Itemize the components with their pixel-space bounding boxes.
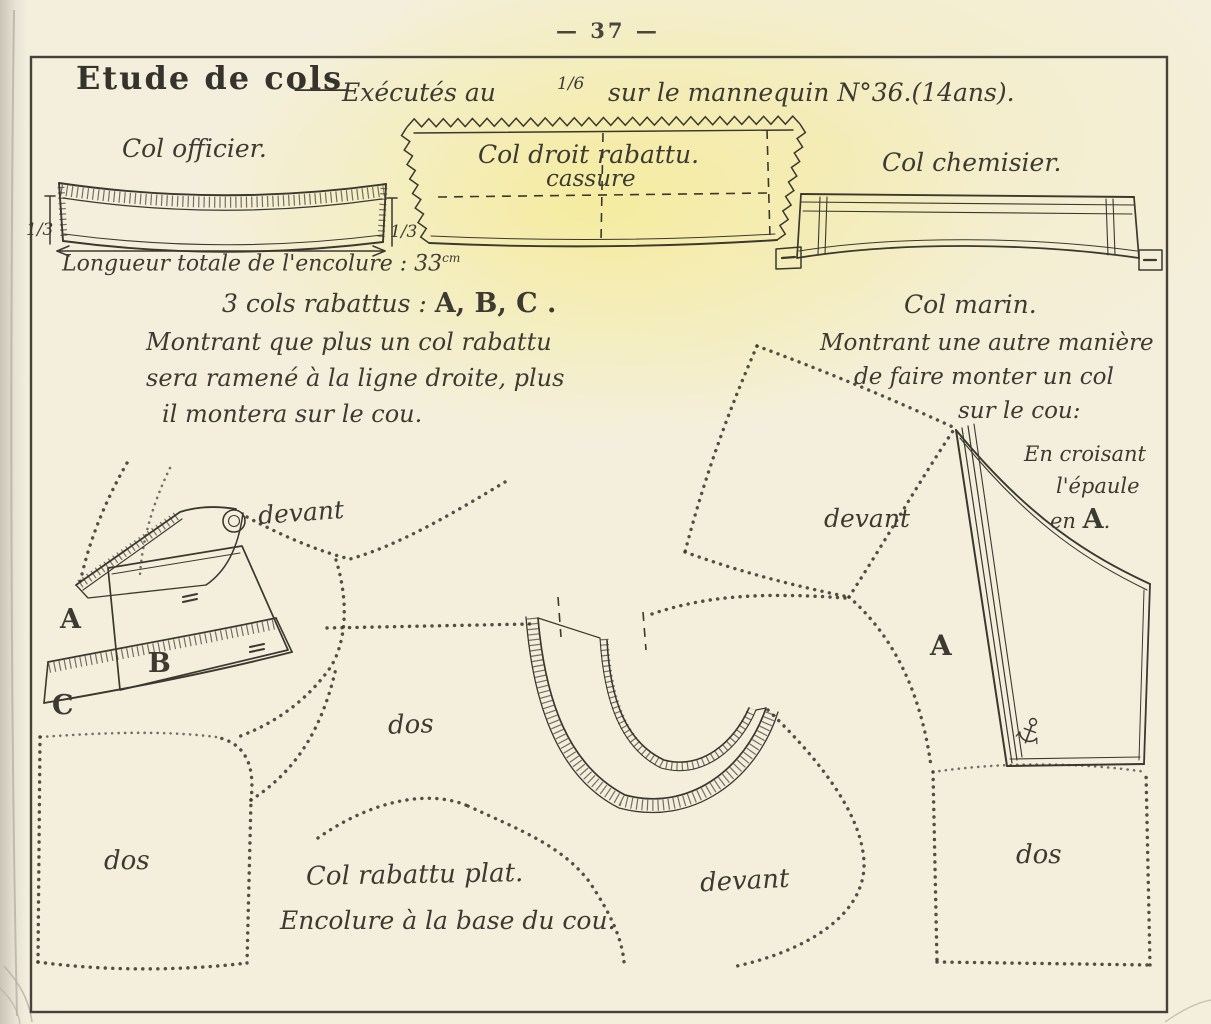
collar-letter-b: B: [148, 648, 171, 679]
title-connector-dash: —: [292, 74, 352, 104]
marin-note-line3: en A.: [1050, 506, 1110, 533]
col-marin-label: Col marin.: [904, 290, 1037, 319]
marin-note-period: .: [1103, 509, 1111, 533]
measure-one-third-left: 1/3: [26, 220, 54, 240]
col-chemisier-label: Col chemisier.: [882, 148, 1062, 177]
col-chemisier-drawing: [775, 193, 1163, 271]
col-officier-drawing: [44, 182, 398, 257]
col-rabattu-plat-drawing: [316, 593, 866, 968]
abc-heading-letters: A, B, C .: [434, 288, 557, 319]
cassure-label: cassure: [546, 166, 636, 192]
marin-note-line1: En croisant: [1024, 442, 1146, 466]
col-droit-rabattu-label: Col droit rabattu.: [478, 140, 700, 169]
anchor-icon: [1015, 717, 1038, 745]
marin-letter-a: A: [930, 629, 952, 662]
marin-note-letter-a: A: [1082, 504, 1104, 535]
marin-note-line2: l'épaule: [1056, 474, 1140, 498]
abc-paragraph-line2: sera ramené à la ligne droite, plus: [146, 364, 565, 392]
col-officier-label: Col officier.: [122, 134, 267, 163]
bodice-back-right-drawing: [931, 763, 1152, 967]
col-droit-rabattu-drawing: [400, 114, 807, 248]
collar-letter-a: A: [60, 604, 81, 635]
marin-paragraph-line2: de faire monter un col: [854, 364, 1114, 390]
marin-paragraph-line1: Montrant une autre manière: [820, 330, 1154, 356]
abc-heading-prefix: 3 cols rabattus :: [222, 289, 427, 318]
page-edge-marks: [0, 9, 1211, 1024]
marin-paragraph-line3: sur le cou:: [958, 398, 1081, 424]
page-title: Etude de cols: [76, 59, 344, 97]
dos-label-left: dos: [104, 846, 150, 876]
col-plat-caption1: Col rabattu plat.: [305, 858, 524, 892]
bodice-back-left-drawing: [36, 666, 338, 971]
marin-note-en: en: [1050, 509, 1076, 533]
cols-abc-drawing: [43, 461, 507, 739]
content-frame-border: [29, 55, 1169, 1014]
devant-label-marin: devant: [824, 504, 910, 533]
devant-label-left: devant: [257, 495, 345, 530]
abc-paragraph-line3: il montera sur le cou.: [162, 400, 423, 428]
dos-label-middle: dos: [387, 709, 435, 741]
measure-one-third-right: 1/3: [390, 222, 418, 242]
subtitle-executes: Exécutés au: [342, 78, 496, 107]
abc-paragraph-line1: Montrant que plus un col rabattu: [146, 328, 552, 356]
collar-letter-c: C: [52, 690, 74, 721]
encolure-caption-unit: cm: [442, 251, 461, 265]
encolure-caption-text: Longueur totale de l'encolure : 33: [62, 251, 443, 277]
dos-label-right: dos: [1016, 840, 1062, 870]
scale-fraction: 1/6: [557, 74, 585, 94]
encolure-caption: Longueur totale de l'encolure : 33cm: [62, 252, 460, 275]
page-number: — 37 —: [556, 18, 660, 43]
abc-heading: 3 cols rabattus : A, B, C .: [222, 290, 556, 317]
col-plat-caption2: Encolure à la base du cou.: [280, 906, 616, 935]
devant-label-middle: devant: [699, 863, 791, 899]
subtitle-mannequin: sur le mannequin N°36.(14ans).: [608, 78, 1015, 107]
